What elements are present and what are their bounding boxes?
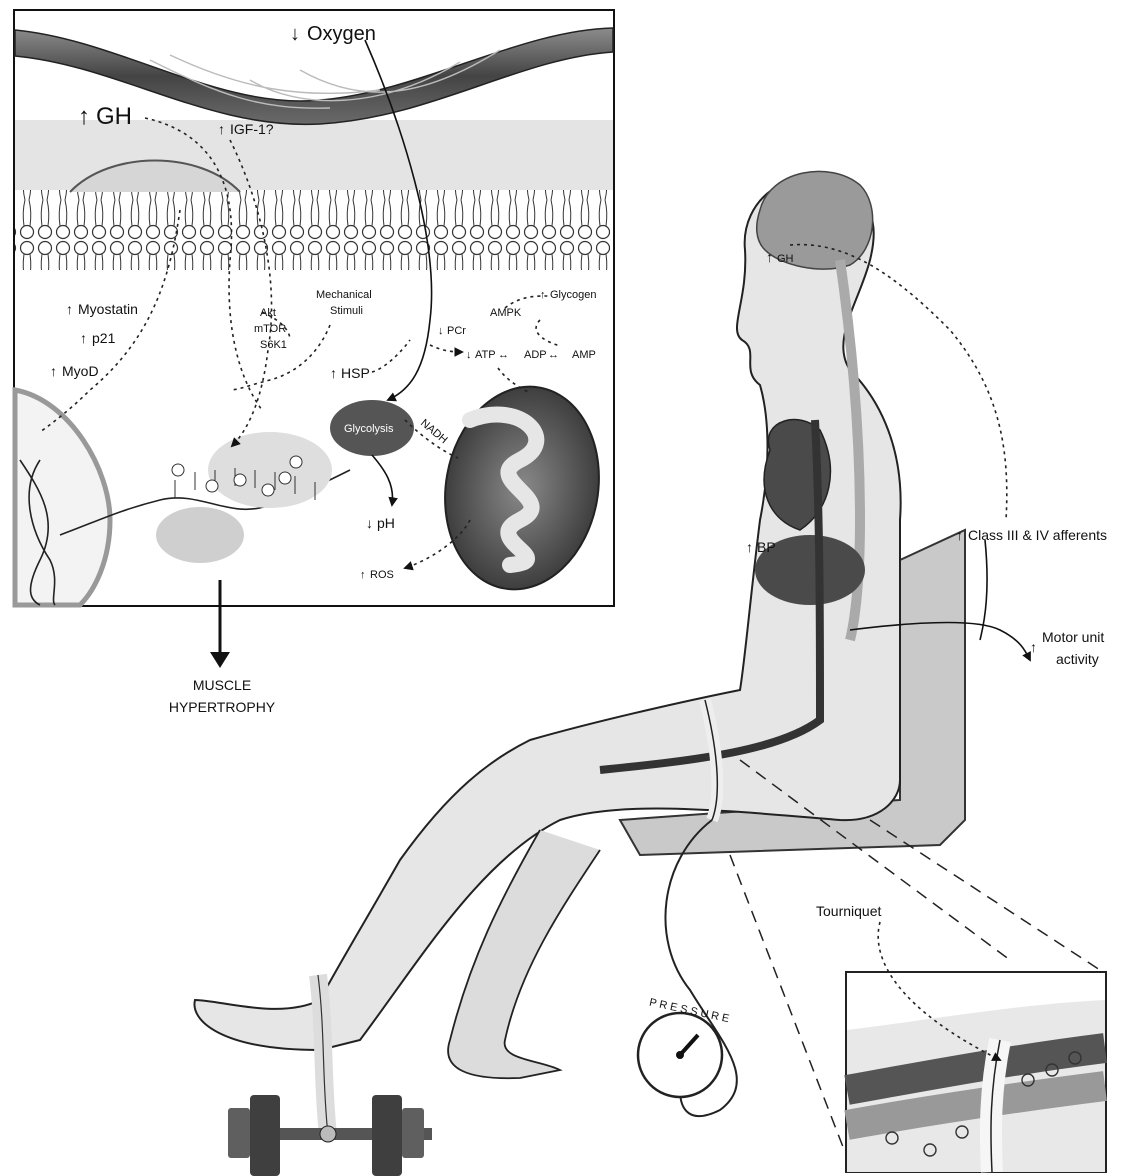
atp-adp-arrow-icon: ↔ (498, 349, 509, 361)
igf1-label: IGF-1? (230, 121, 274, 137)
ph-down-icon: ↓ (366, 515, 373, 531)
myod-up-icon: ↑ (50, 363, 57, 379)
amp-label: AMP (572, 349, 596, 361)
adp-label: ADP (524, 349, 547, 361)
myostatin-up-icon: ↑ (66, 301, 73, 317)
tourniquet-inset (846, 922, 1106, 1172)
tourniquet-label: Tourniquet (816, 903, 881, 919)
bp-up-icon: ↑ (746, 539, 753, 555)
myod-label: MyoD (62, 363, 99, 379)
adp-amp-arrow-icon: ↔ (548, 349, 559, 361)
hsp-label: HSP (341, 365, 370, 381)
akt-label: Akt (260, 307, 276, 319)
oxygen-label: Oxygen (307, 23, 376, 45)
p21-up-icon: ↑ (80, 330, 87, 346)
p21-label: p21 (92, 330, 116, 346)
glycogen-label: Glycogen (550, 289, 596, 301)
ros-label: ROS (370, 569, 394, 581)
ribosome-large (208, 432, 332, 508)
gh-label: GH (96, 103, 132, 130)
ampk-label: AMPK (490, 307, 522, 319)
igf1-up-icon: ↑ (218, 121, 225, 137)
brain-gh-label: GH (777, 253, 794, 265)
glycolysis-label: Glycolysis (344, 423, 394, 435)
motor-label-2: activity (1056, 651, 1099, 667)
bp-label: BP (757, 539, 776, 555)
glycogen-up-icon: ↑ (540, 289, 546, 301)
afferents-up-icon: ↑ (956, 527, 963, 543)
ribosome-small (156, 507, 244, 563)
pcr-down-icon: ↓ (438, 325, 444, 337)
s6k1-label: S6K1 (260, 339, 287, 351)
atp-down-icon: ↓ (466, 349, 472, 361)
ros-up-icon: ↑ (360, 569, 366, 581)
mtor-label: mTOR (254, 323, 286, 335)
myostatin-label: Myostatin (78, 301, 138, 317)
pcr-label: PCr (447, 325, 466, 337)
motor-up-icon: ↑ (1030, 639, 1037, 655)
mechanical-label-2: Stimuli (330, 305, 363, 317)
down-arrow-icon (210, 652, 230, 668)
outcome-line-1: MUSCLE (193, 677, 251, 693)
gh-up-icon: ↑ (78, 103, 90, 130)
brain-gh-up-icon: ↑ (766, 249, 773, 265)
pressure-gauge-icon (638, 1013, 722, 1097)
outcome-line-2: HYPERTROPHY (169, 699, 276, 715)
ph-label: pH (377, 515, 395, 531)
atp-label: ATP (475, 349, 496, 361)
cell-membrane (15, 190, 613, 270)
brain (757, 171, 873, 269)
mechanical-label-1: Mechanical (316, 289, 372, 301)
motor-label-1: Motor unit (1042, 629, 1104, 645)
afferents-label: Class III & IV afferents (968, 527, 1107, 543)
hsp-up-icon: ↑ (330, 365, 337, 381)
oxygen-arrow-icon: ↓ (290, 23, 300, 45)
